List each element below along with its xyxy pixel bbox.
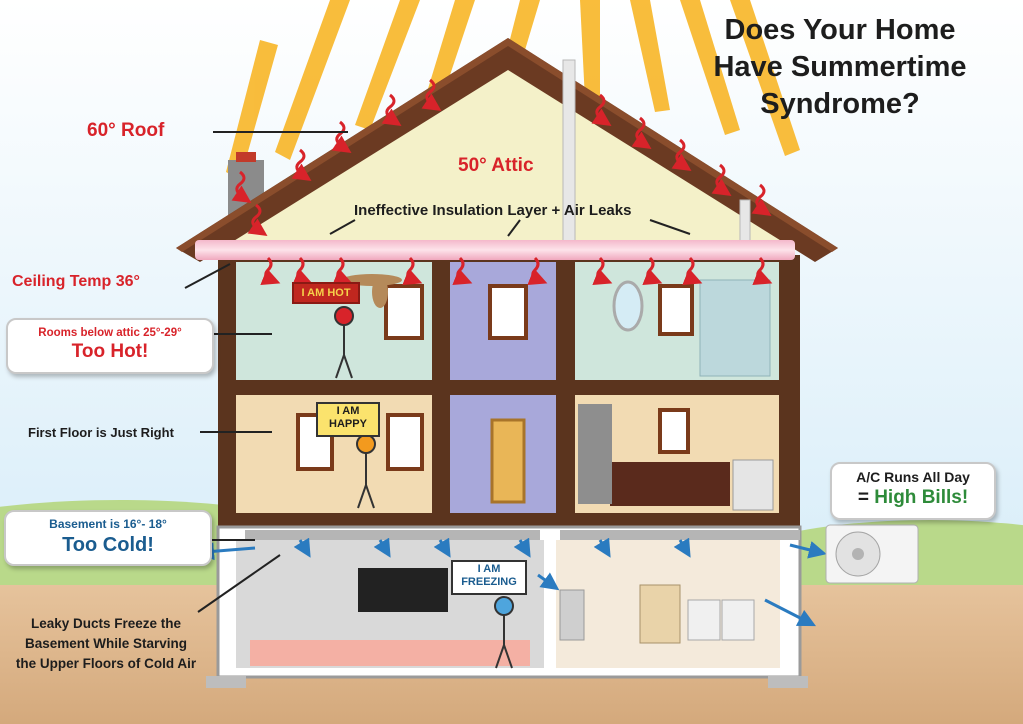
rooms-below-attic-temp: Rooms below attic 25°-29°	[38, 327, 182, 339]
page-title: Does Your Home Have Summertime Syndrome?	[670, 12, 1010, 123]
rug	[250, 640, 530, 666]
happy-sign: I AM HAPPY	[316, 402, 380, 437]
roof-temp-label: 60° Roof	[87, 120, 165, 141]
ac-callout: A/C Runs All Day = High Bills!	[830, 462, 996, 520]
leaky-ducts-label: Leaky Ducts Freeze the Basement While St…	[8, 614, 204, 674]
oven	[732, 459, 774, 511]
too-cold-label: Too Cold!	[62, 534, 154, 556]
furnace	[639, 584, 681, 644]
basement-callout: Basement is 16°- 18° Too Cold!	[4, 510, 212, 566]
title-line-2: Have Summertime	[713, 51, 967, 83]
freezing-person	[494, 596, 514, 669]
too-hot-label: Too Hot!	[71, 341, 149, 362]
tv	[358, 568, 448, 612]
attic-temp-label: 50° Attic	[458, 155, 534, 176]
dryer	[721, 599, 755, 641]
freezing-sign: I AM FREEZING	[451, 560, 527, 595]
high-bills-label: High Bills!	[874, 487, 969, 508]
equals-sign: =	[857, 487, 875, 508]
mirror	[612, 280, 644, 332]
leaky-ducts-line-2: Basement While Starving	[24, 636, 188, 651]
hot-sign: I AM HOT	[292, 282, 360, 304]
high-bills-line: = High Bills!	[832, 487, 994, 509]
happy-sign-line-2: HAPPY	[329, 418, 367, 430]
windows	[296, 284, 694, 471]
door	[490, 418, 526, 504]
attic	[200, 55, 815, 250]
hot-person	[334, 306, 354, 379]
happy-person	[356, 434, 376, 509]
leader-lines	[184, 131, 691, 613]
water-heater	[559, 589, 585, 641]
ac-runs-label: A/C Runs All Day	[856, 469, 970, 485]
happy-sign-line-1: I AM	[336, 405, 360, 417]
cold-air-arrows	[196, 537, 827, 627]
heat-arrows	[231, 78, 773, 286]
ceiling-temp-label: Ceiling Temp 36°	[12, 273, 140, 290]
shower	[699, 279, 771, 377]
washer	[687, 599, 721, 641]
first-floor-label: First Floor is Just Right	[28, 425, 174, 440]
insulation-layer	[195, 240, 795, 260]
leaky-ducts-line-3: the Upper Floors of Cold Air	[15, 656, 197, 671]
refrigerator	[578, 404, 612, 504]
leaky-ducts-line-1: Leaky Ducts Freeze the	[30, 616, 182, 631]
freezing-sign-line-2: FREEZING	[461, 576, 517, 588]
kitchen-cabinets	[610, 462, 730, 506]
rooms-below-attic-callout: Rooms below attic 25°-29° Too Hot!	[6, 318, 214, 374]
ac-unit	[825, 524, 919, 584]
title-line-1: Does Your Home	[724, 14, 956, 46]
insulation-label: Ineffective Insulation Layer + Air Leaks	[354, 202, 632, 219]
basement-temp: Basement is 16°- 18°	[49, 517, 167, 531]
freezing-sign-line-1: I AM	[477, 563, 501, 575]
title-line-3: Syndrome?	[760, 88, 920, 120]
